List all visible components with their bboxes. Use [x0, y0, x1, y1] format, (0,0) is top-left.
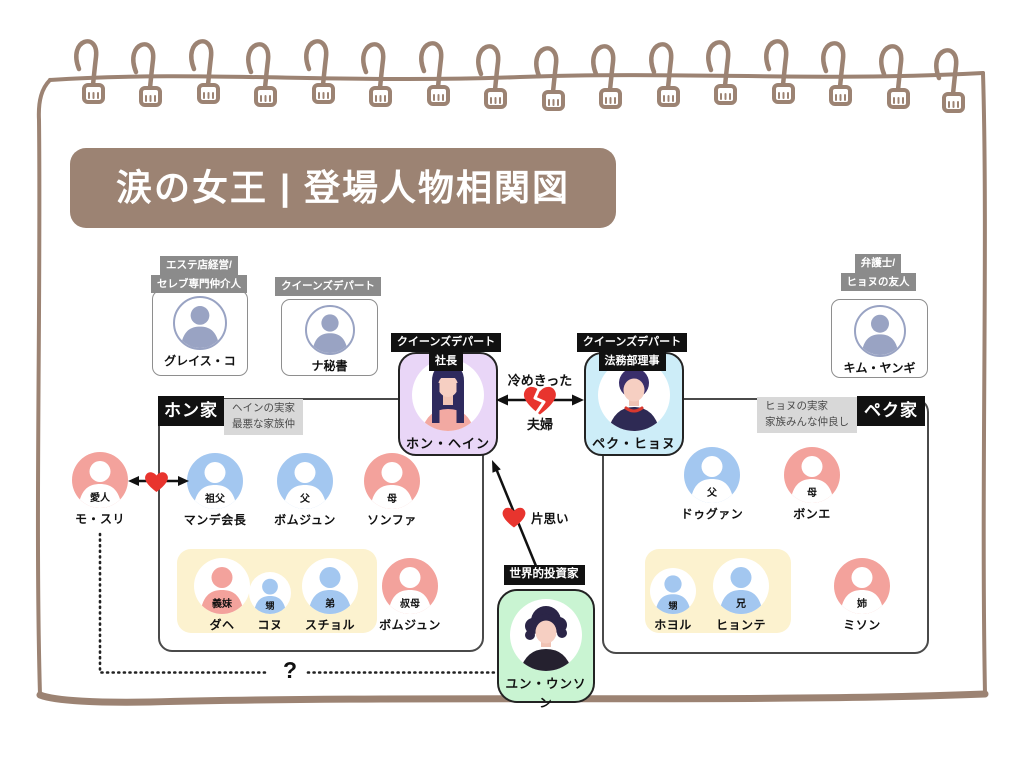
hyunwoo-avatar-icon: [598, 359, 670, 431]
hyunwoo-name: ペク・ヒョヌ: [592, 436, 676, 451]
mosuli-name: モ・スリ: [74, 512, 125, 526]
baek-brother-member: 兄 ヒョンテ: [696, 558, 786, 633]
person-icon: 父: [277, 453, 333, 509]
lawyer-card: キム・ヤンギ: [831, 299, 928, 378]
lawyer-tag: 弁護士/ ヒョヌの友人: [823, 254, 933, 291]
baek-father-member: 父 ドゥグァン: [667, 447, 757, 522]
hong-brother-member: 弟 スチョル: [285, 558, 375, 633]
mosuli-role-badge: 愛人: [90, 493, 110, 504]
person-icon: 母: [784, 447, 840, 503]
broken-heart-icon: [523, 386, 556, 415]
secretary-name: ナ秘書: [311, 359, 348, 373]
member-name: ソンファ: [367, 513, 417, 527]
hong-father-member: 父 ボムジュン: [260, 453, 350, 528]
mystery-question-mark: ?: [282, 657, 298, 683]
baek-mother-member: 母 ボンエ: [767, 447, 857, 522]
role-badge: 兄: [736, 599, 746, 610]
marriage-arrow: [496, 386, 584, 415]
baek-family-label: ペク家: [857, 396, 925, 426]
person-icon: 兄: [713, 558, 769, 614]
member-name: ミソン: [843, 618, 881, 632]
haein-tag-line1: クイーンズデパート: [390, 333, 502, 352]
grace-tag-line2: セレブ専門仲介人: [151, 274, 247, 293]
grace-tag-line1: エステ店経営/: [160, 256, 238, 275]
role-badge: 叔母: [400, 599, 420, 610]
grace-name: グレイス・コ: [164, 354, 236, 368]
haein-tag-line2: 社長: [429, 352, 463, 371]
role-badge: 祖父: [205, 494, 225, 505]
person-icon: [304, 305, 355, 355]
marriage-label-bottom: 夫婦: [526, 417, 553, 432]
person-icon: 父: [684, 447, 740, 503]
marriage-label-top: 冷めきった: [507, 373, 573, 388]
baek-note-line2: 家族みんな仲良し: [765, 415, 849, 428]
eunsung-tag: 世界的投資家: [483, 565, 605, 585]
spiral-binding: [76, 41, 963, 111]
person-icon: 母: [364, 453, 420, 509]
member-name: ドゥグァン: [680, 507, 744, 521]
member-name: ホヨル: [654, 618, 692, 632]
person-icon: 弟: [302, 558, 358, 614]
person-icon: [853, 305, 906, 357]
lawyer-name: キム・ヤンギ: [843, 361, 916, 375]
grace-card: グレイス・コ: [152, 290, 248, 376]
role-badge: 母: [807, 488, 817, 499]
hong-grandfather-member: 祖父 マンデ会長: [170, 453, 260, 528]
heart-icon: [502, 507, 526, 528]
eunsung-tag-line1: 世界的投資家: [503, 565, 585, 585]
one-sided-love-arrow: [492, 460, 538, 567]
hong-family-label: ホン家: [158, 396, 224, 426]
secretary-card: ナ秘書: [281, 299, 378, 376]
member-name: ヒョンテ: [715, 618, 766, 632]
lawyer-tag-line1: 弁護士/: [854, 254, 902, 273]
baek-note-line1: ヒョヌの実家: [765, 400, 828, 412]
hong-mother-member: 母 ソンファ: [347, 453, 437, 528]
mosuli-member: 愛人 モ・スリ: [55, 452, 145, 527]
haein-name: ホン・ヘイン: [405, 436, 490, 451]
grace-tag: エステ店経営/ セレブ専門仲介人: [144, 256, 254, 293]
hyunwoo-tag: クイーンズデパート 法務部理事: [571, 333, 693, 371]
eunsung-name: ユン・ウンソン: [505, 677, 587, 710]
hong-note-line1: ヘインの実家: [232, 402, 295, 414]
lawyer-tag-line2: ヒョヌの友人: [840, 272, 916, 291]
person-icon: 叔母: [382, 558, 438, 614]
member-name: ボムジュン: [274, 513, 336, 527]
baek-nephew-member: 甥 ホヨル: [628, 558, 718, 633]
secretary-tag-line1: クイーンズデパート: [275, 277, 381, 296]
person-icon: 祖父: [187, 453, 243, 509]
member-name: ボムジュン: [379, 618, 441, 632]
member-name: ボンエ: [793, 507, 831, 521]
person-icon: 甥: [650, 568, 696, 614]
baek-sister-member: 姉 ミソン: [817, 558, 907, 633]
role-badge: 弟: [325, 599, 335, 610]
eunsung-card: ユン・ウンソン: [497, 589, 595, 710]
member-name: マンデ会長: [183, 513, 247, 527]
role-badge: 姉: [857, 599, 867, 610]
person-icon: 愛人: [72, 452, 128, 508]
one-sided-love-label: 片思い: [531, 512, 569, 526]
hong-family-note: ヘインの実家 最悪な家族仲: [224, 399, 303, 435]
haein-tag: クイーンズデパート 社長: [385, 333, 507, 371]
hyunwoo-tag-line2: 法務部理事: [598, 352, 666, 371]
page-title: 涙の女王 | 登場人物相関図: [70, 148, 616, 228]
role-badge: 母: [387, 494, 397, 505]
hyunwoo-tag-line1: クイーンズデパート: [576, 333, 688, 352]
person-icon: 姉: [834, 558, 890, 614]
baek-family-note: ヒョヌの実家 家族みんな仲良し: [757, 397, 857, 433]
role-badge: 父: [707, 488, 717, 499]
hong-aunt-member: 叔母 ボムジュン: [365, 558, 455, 633]
role-badge: 父: [300, 494, 310, 505]
role-badge: 甥: [668, 601, 678, 611]
eunsung-avatar-icon: [510, 599, 582, 671]
person-icon: [173, 296, 227, 350]
member-name: スチョル: [304, 618, 355, 632]
secretary-tag: クイーンズデパート: [273, 277, 383, 296]
hong-note-line2: 最悪な家族仲: [232, 417, 295, 430]
role-badge: 甥: [265, 601, 275, 611]
